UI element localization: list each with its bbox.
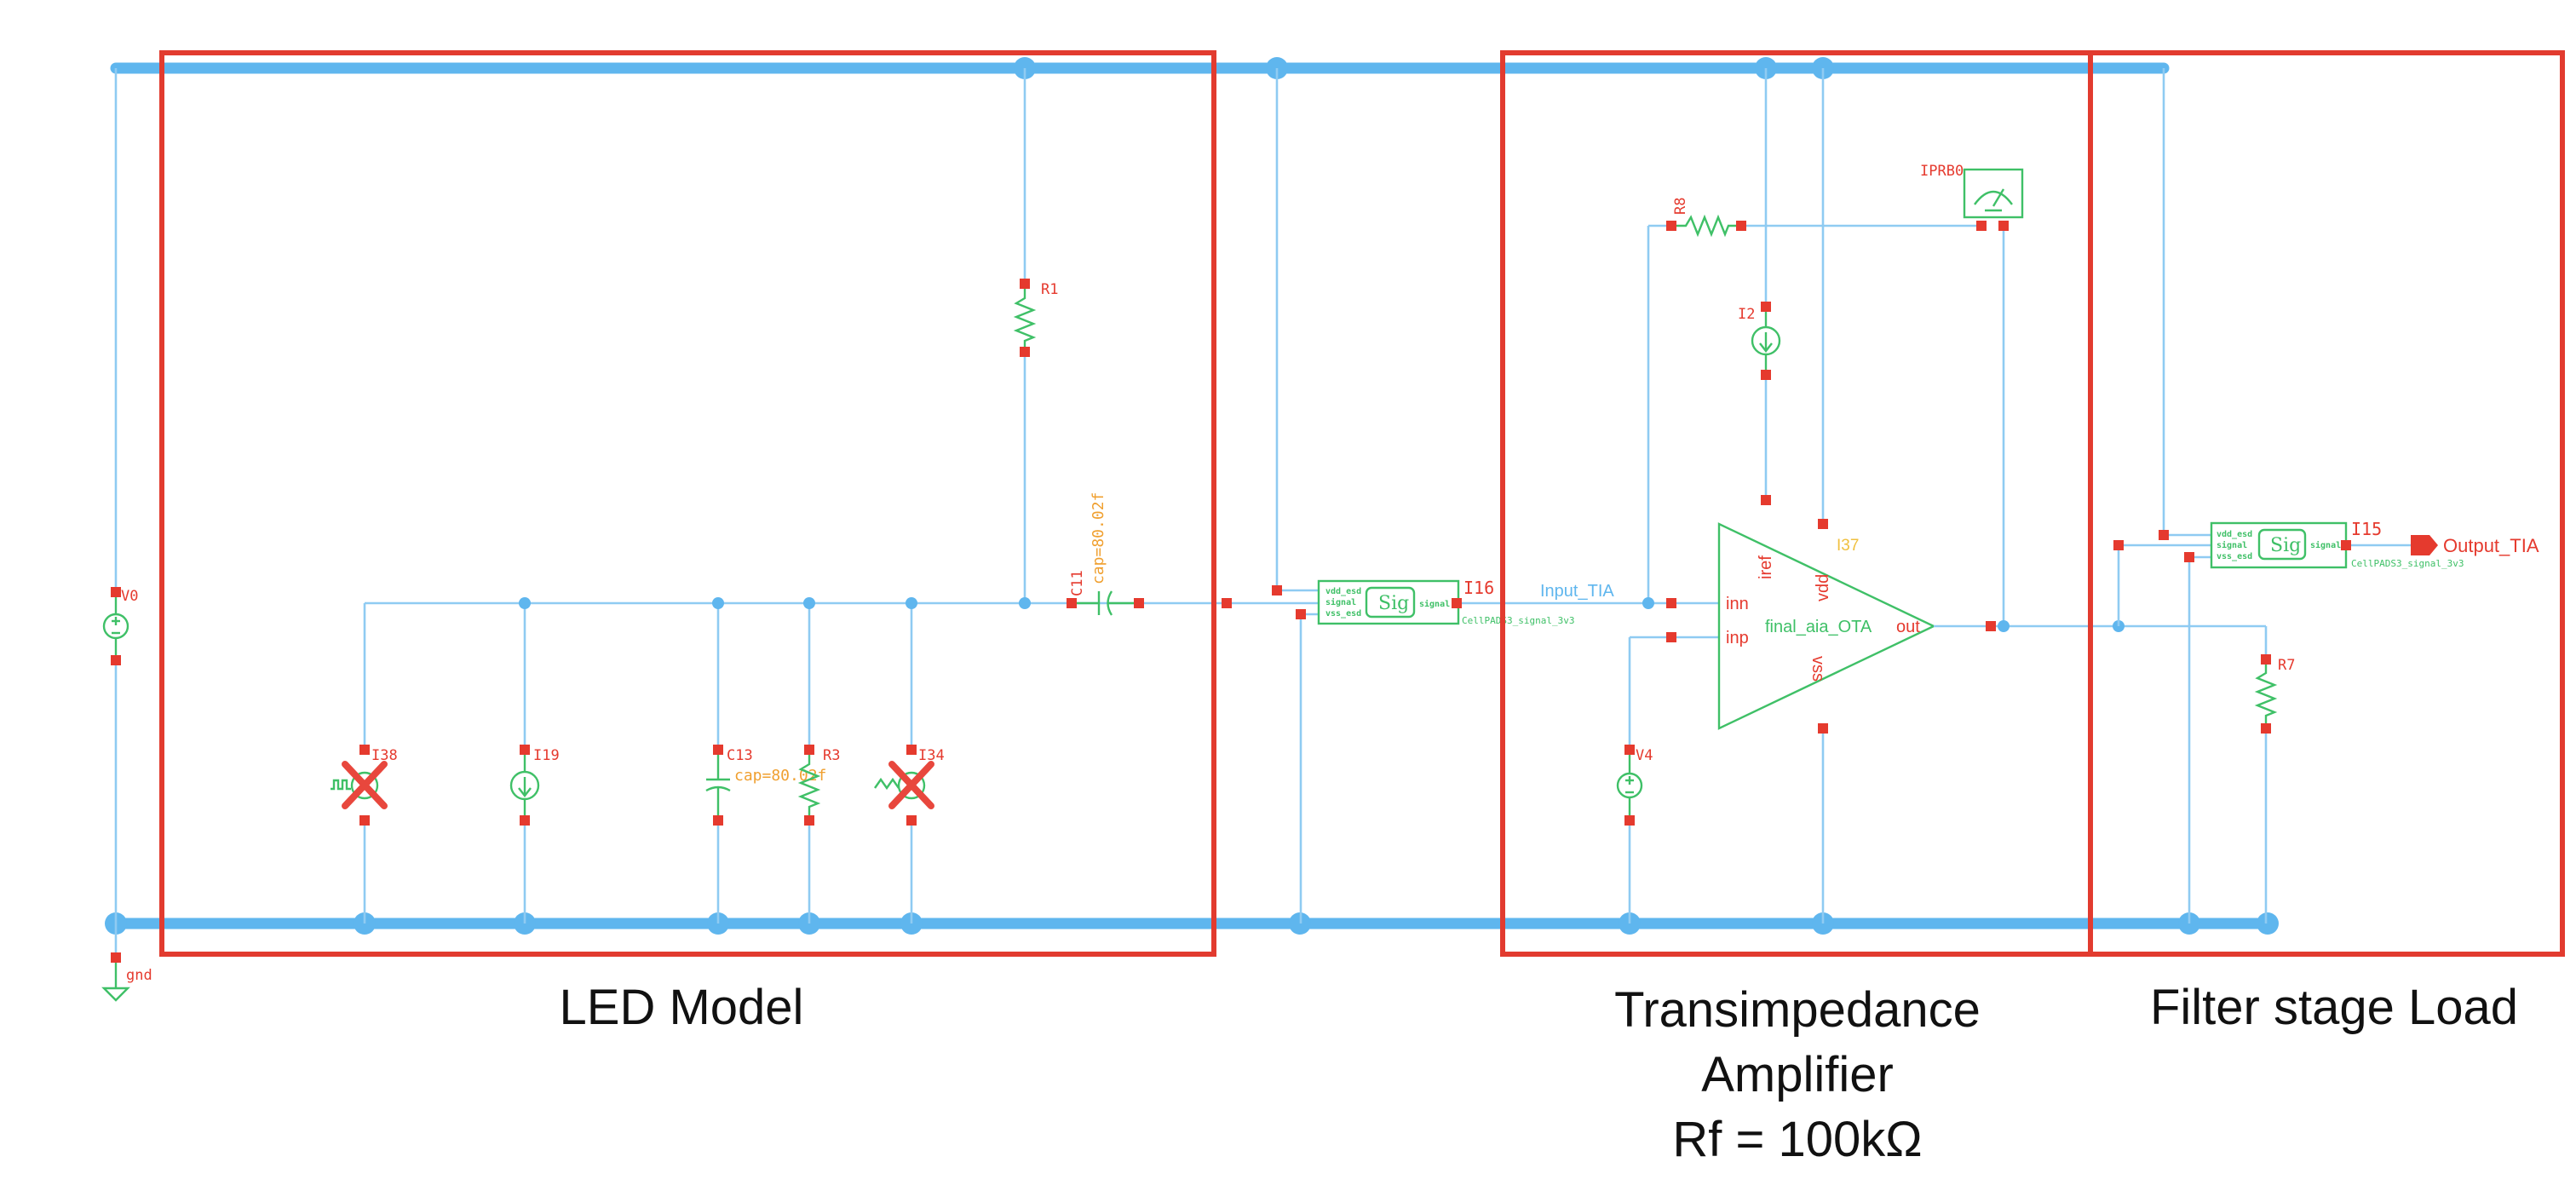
v4-label: V4: [1636, 747, 1653, 764]
i16-sig-text: Sig: [1378, 593, 1409, 614]
tia-caption-line2: Amplifier: [1701, 1047, 1894, 1102]
output-tia-label: Output_TIA: [2443, 535, 2539, 556]
ota-inn-pin: inn: [1726, 595, 1749, 613]
c11-value: cap=80.02f: [1090, 492, 1107, 584]
ota-vdd-pin: vdd: [1814, 574, 1832, 601]
i15-pin-out: signal: [2310, 540, 2341, 550]
led-model-wiring: [363, 68, 1277, 923]
led-model-junctions: [519, 597, 1031, 609]
ground-symbol: gnd: [101, 952, 152, 1002]
i15-label: I15: [2351, 519, 2382, 539]
gnd-label: gnd: [126, 967, 152, 984]
i16-pin-vdd: vdd_esd: [1325, 587, 1361, 596]
resistor-r8[interactable]: R8: [1666, 198, 1746, 238]
led-model-caption: LED Model: [559, 980, 804, 1035]
current-source-i2[interactable]: I2: [1738, 68, 1781, 500]
tia-output-net: [1996, 620, 2266, 632]
ota-iref-pin: iref: [1757, 555, 1775, 579]
ota-vss-pin: vss: [1808, 656, 1827, 682]
i15-pin-vss: vss_esd: [2217, 552, 2252, 561]
led-model-frame: [159, 50, 1216, 957]
i19-label: I19: [533, 747, 560, 764]
current-source-i19[interactable]: I19: [509, 745, 560, 826]
tia-caption-line3: Rf = 100kΩ: [1672, 1112, 1923, 1167]
i2-label: I2: [1738, 306, 1755, 323]
i38-label: I38: [371, 747, 398, 764]
filter-wiring: [2117, 68, 2411, 923]
input-tia-net: Input_TIA: [1462, 582, 1670, 605]
i15-pin-vdd: vdd_esd: [2217, 530, 2252, 539]
i15-sig-text: Sig: [2270, 535, 2301, 556]
i15-pin-signal: signal: [2217, 540, 2247, 550]
i16-label: I16: [1463, 578, 1494, 598]
resistor-r1[interactable]: R1: [1013, 279, 1058, 357]
i16-pin-vss: vss_esd: [1325, 609, 1361, 619]
ota-inp-pin: inp: [1726, 629, 1749, 647]
resistor-r7[interactable]: R7: [2254, 654, 2295, 734]
ota-i37[interactable]: inn inp iref vdd vss out final_aia_OTA I…: [1628, 68, 1996, 923]
ota-name: final_aia_OTA: [1765, 618, 1872, 636]
resistor-r3[interactable]: R3: [797, 745, 840, 826]
input-tia-label: Input_TIA: [1540, 582, 1614, 601]
i15-cell: CellPADS3_signal_3v3: [2351, 558, 2464, 569]
i34-label: I34: [918, 747, 945, 764]
tia-caption-line1: Transimpedance: [1614, 982, 1981, 1038]
pulse-source-i38[interactable]: I38: [331, 745, 398, 826]
capacitor-c11[interactable]: C11 cap=80.02f: [1067, 492, 1144, 616]
output-tia-pin[interactable]: Output_TIA: [2411, 535, 2539, 556]
c13-value: cap=80.02f: [734, 767, 826, 785]
pulse-source-i34[interactable]: I34: [874, 745, 945, 826]
iprb0-label: IPRB0: [1920, 163, 1964, 180]
ota-out-pin: out: [1896, 618, 1920, 636]
filter-stage-caption: Filter stage Load: [2149, 980, 2519, 1035]
r7-label: R7: [2278, 657, 2295, 674]
voltage-source-v0[interactable]: V0: [102, 68, 138, 958]
feedback-network: [1642, 224, 2005, 624]
c13-label: C13: [727, 747, 753, 764]
i16-pin-signal: signal: [1325, 597, 1356, 607]
voltage-source-v4[interactable]: V4: [1616, 745, 1653, 826]
filter-stage-frame: [2088, 50, 2565, 957]
pad-cell-i15[interactable]: Sig vdd_esd signal vss_esd signal I15 Ce…: [2113, 519, 2464, 569]
current-probe-iprb0[interactable]: IPRB0: [1920, 163, 2024, 231]
c11-label: C11: [1069, 570, 1086, 596]
i16-cell: CellPADS3_signal_3v3: [1462, 615, 1574, 626]
supply-rails: [110, 62, 2277, 929]
r3-label: R3: [823, 747, 840, 764]
i16-pin-out: signal: [1419, 599, 1450, 609]
r1-label: R1: [1041, 281, 1058, 298]
pad-cell-i16[interactable]: Sig vdd_esd signal vss_esd signal I16 Ce…: [1272, 68, 1574, 923]
i37-label: I37: [1837, 537, 1859, 555]
v0-label: V0: [121, 588, 138, 605]
r8-label: R8: [1672, 198, 1689, 215]
